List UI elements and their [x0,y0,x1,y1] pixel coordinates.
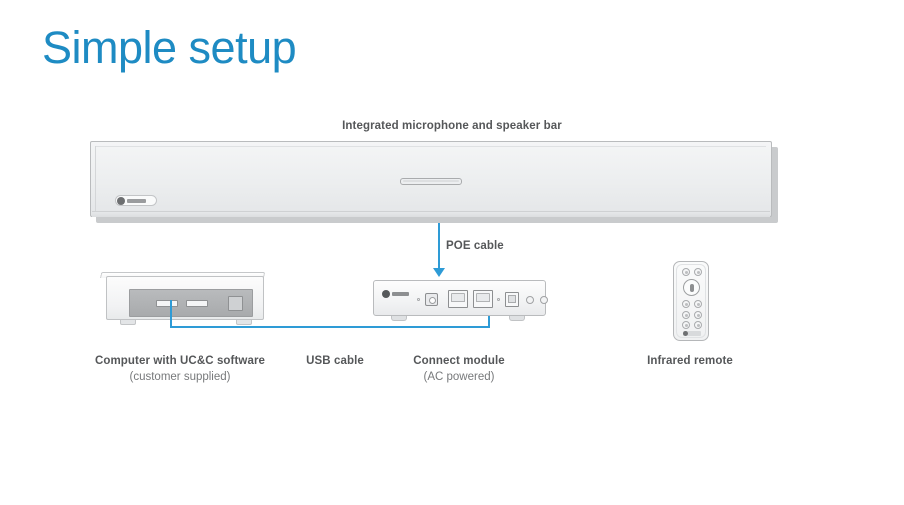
connect-module-round-port-2-icon [540,296,548,304]
page-title: Simple setup [42,22,297,73]
speaker-bar-top-seam [96,146,766,147]
poe-cable-line [438,223,440,271]
infrared-remote-device [673,261,711,343]
brand-dot-icon [117,197,125,205]
connect-module-round-port-1-icon [526,296,534,304]
poe-cable-label: POE cable [446,240,504,252]
poe-cable-arrowhead-icon [433,268,445,277]
speaker-bar-center-slot-icon [400,178,462,185]
connect-module-rj45-port-1-icon [448,290,468,308]
remote-brand-logo-icon [683,331,701,336]
connect-module-indicator-2-icon [497,298,500,301]
remote-button-mid-right-icon [694,300,702,308]
connect-module-power-jack-icon [425,293,438,306]
speaker-bar-left-seam [95,146,96,214]
usb-cable-label: USB cable [306,355,364,367]
brand-wordmark-icon [127,199,146,203]
connect-module-brand-wordmark-icon [392,292,409,296]
computer-foot-left [120,320,136,325]
computer-sublabel: (customer supplied) [129,371,231,383]
computer-usb-port-2-icon [186,300,208,307]
connect-module-label: Connect module [413,355,505,367]
usb-cable-segment-horizontal [170,326,490,328]
computer-usb-port-1-icon [156,300,178,307]
remote-keypad-button-1-icon [682,311,690,319]
remote-button-center-large-icon [683,279,700,296]
computer-front-faceplate [129,289,253,317]
computer-device [100,272,270,328]
speaker-bar-caption: Integrated microphone and speaker bar [342,120,562,132]
remote-button-mid-left-icon [682,300,690,308]
infrared-remote-label: Infrared remote [647,355,733,367]
usb-cable-segment-vertical-left [170,300,172,328]
speaker-bar-bottom-lip [92,211,770,217]
speaker-bar-device [90,141,778,223]
remote-button-top-left-icon [682,268,690,276]
connect-module-brand-dot-icon [382,290,390,298]
remote-keypad-button-4-icon [694,321,702,329]
connect-module-foot-right [509,316,525,321]
remote-button-top-right-icon [694,268,702,276]
computer-body [106,276,264,320]
speaker-bar-brand-badge-icon [115,195,157,206]
remote-keypad-button-2-icon [694,311,702,319]
connect-module-body [373,280,548,316]
computer-foot-right [236,320,252,325]
connect-module-usb-b-port-icon [505,292,519,307]
remote-body [673,261,709,341]
connect-module-indicator-1-icon [417,298,420,301]
computer-label: Computer with UC&C software [94,355,266,367]
connect-module-foot-left [391,316,407,321]
remote-keypad-button-3-icon [682,321,690,329]
remote-inner-bezel [676,264,706,338]
connect-module-sublabel: (AC powered) [423,371,495,383]
speaker-bar-body [90,141,772,217]
connect-module-device [373,280,548,324]
connect-module-rj45-port-2-icon [473,290,493,308]
computer-square-port-icon [228,296,243,311]
